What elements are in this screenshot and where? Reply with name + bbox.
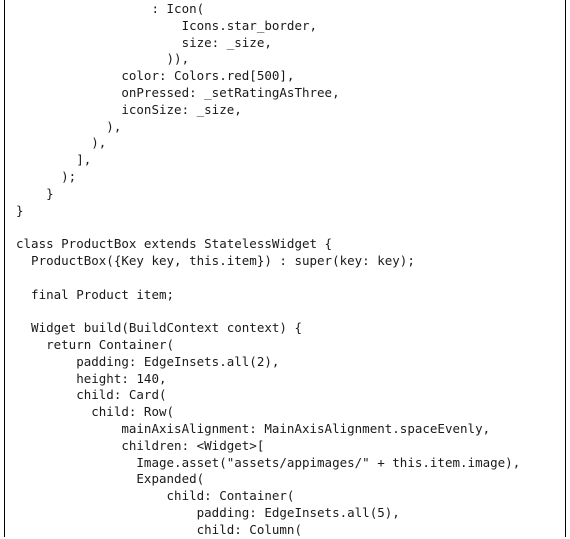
code-block: : Icon( Icons.star_border, size: _size, … [16, 1, 520, 539]
code-line: : Icon( [16, 1, 205, 16]
code-line: child: Column( [16, 521, 302, 537]
code-line: } [16, 202, 24, 218]
code-line: color: Colors.red[500], [16, 68, 295, 84]
code-line: size: _size, [16, 34, 272, 50]
code-line [16, 219, 520, 236]
code-line: mainAxisAlignment: MainAxisAlignment.spa… [16, 420, 491, 436]
code-line: child: Row( [16, 404, 175, 420]
code-line: Expanded( [16, 471, 205, 487]
code-line: return Container( [16, 336, 175, 352]
code-line: final Product item; [16, 286, 175, 302]
code-line: class ProductBox extends StatelessWidget… [16, 236, 333, 252]
code-line [16, 303, 520, 320]
code-line: Widget build(BuildContext context) { [16, 320, 302, 336]
code-line: } [16, 185, 54, 201]
code-line: Icons.star_border, [16, 17, 318, 33]
code-line: ), [16, 135, 107, 151]
code-line: Image.asset("assets/appimages/" + this.i… [16, 454, 521, 470]
code-frame: : Icon( Icons.star_border, size: _size, … [4, 0, 566, 537]
code-line [16, 270, 520, 287]
code-line: ProductBox({Key key, this.item}) : super… [16, 252, 415, 268]
code-line: padding: EdgeInsets.all(2), [16, 353, 280, 369]
code-line: children: <Widget>[ [16, 437, 265, 453]
code-line: ), [16, 118, 122, 134]
code-line: )), [16, 51, 190, 67]
code-line: ], [16, 152, 92, 168]
code-line: ); [16, 168, 77, 184]
code-line: padding: EdgeInsets.all(5), [16, 504, 400, 520]
code-line: child: Card( [16, 387, 167, 403]
code-line: child: Container( [16, 488, 295, 504]
code-line: onPressed: _setRatingAsThree, [16, 84, 340, 100]
code-line: height: 140, [16, 370, 167, 386]
code-line: iconSize: _size, [16, 101, 242, 117]
